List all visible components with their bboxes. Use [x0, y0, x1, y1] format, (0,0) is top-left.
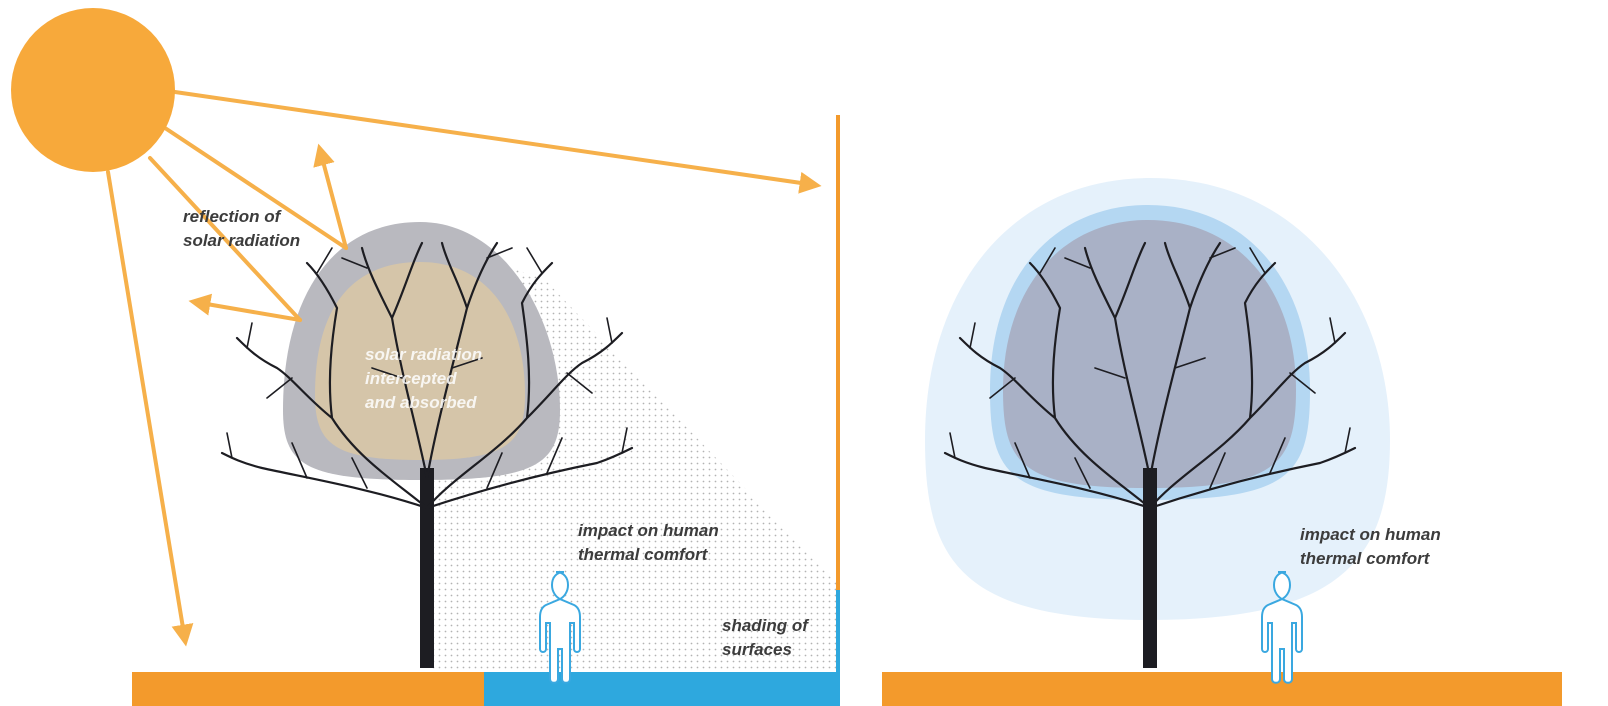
sun-icon [11, 8, 175, 172]
sunlit-ground [132, 672, 484, 706]
reflection-label: reflection of solar radiation [183, 207, 300, 250]
ground-right [882, 672, 1562, 706]
left-panel: reflection of solar radiation solar radi… [11, 8, 840, 706]
right-panel: impact on human thermal comfort [882, 178, 1562, 706]
shaded-ground [484, 672, 840, 706]
